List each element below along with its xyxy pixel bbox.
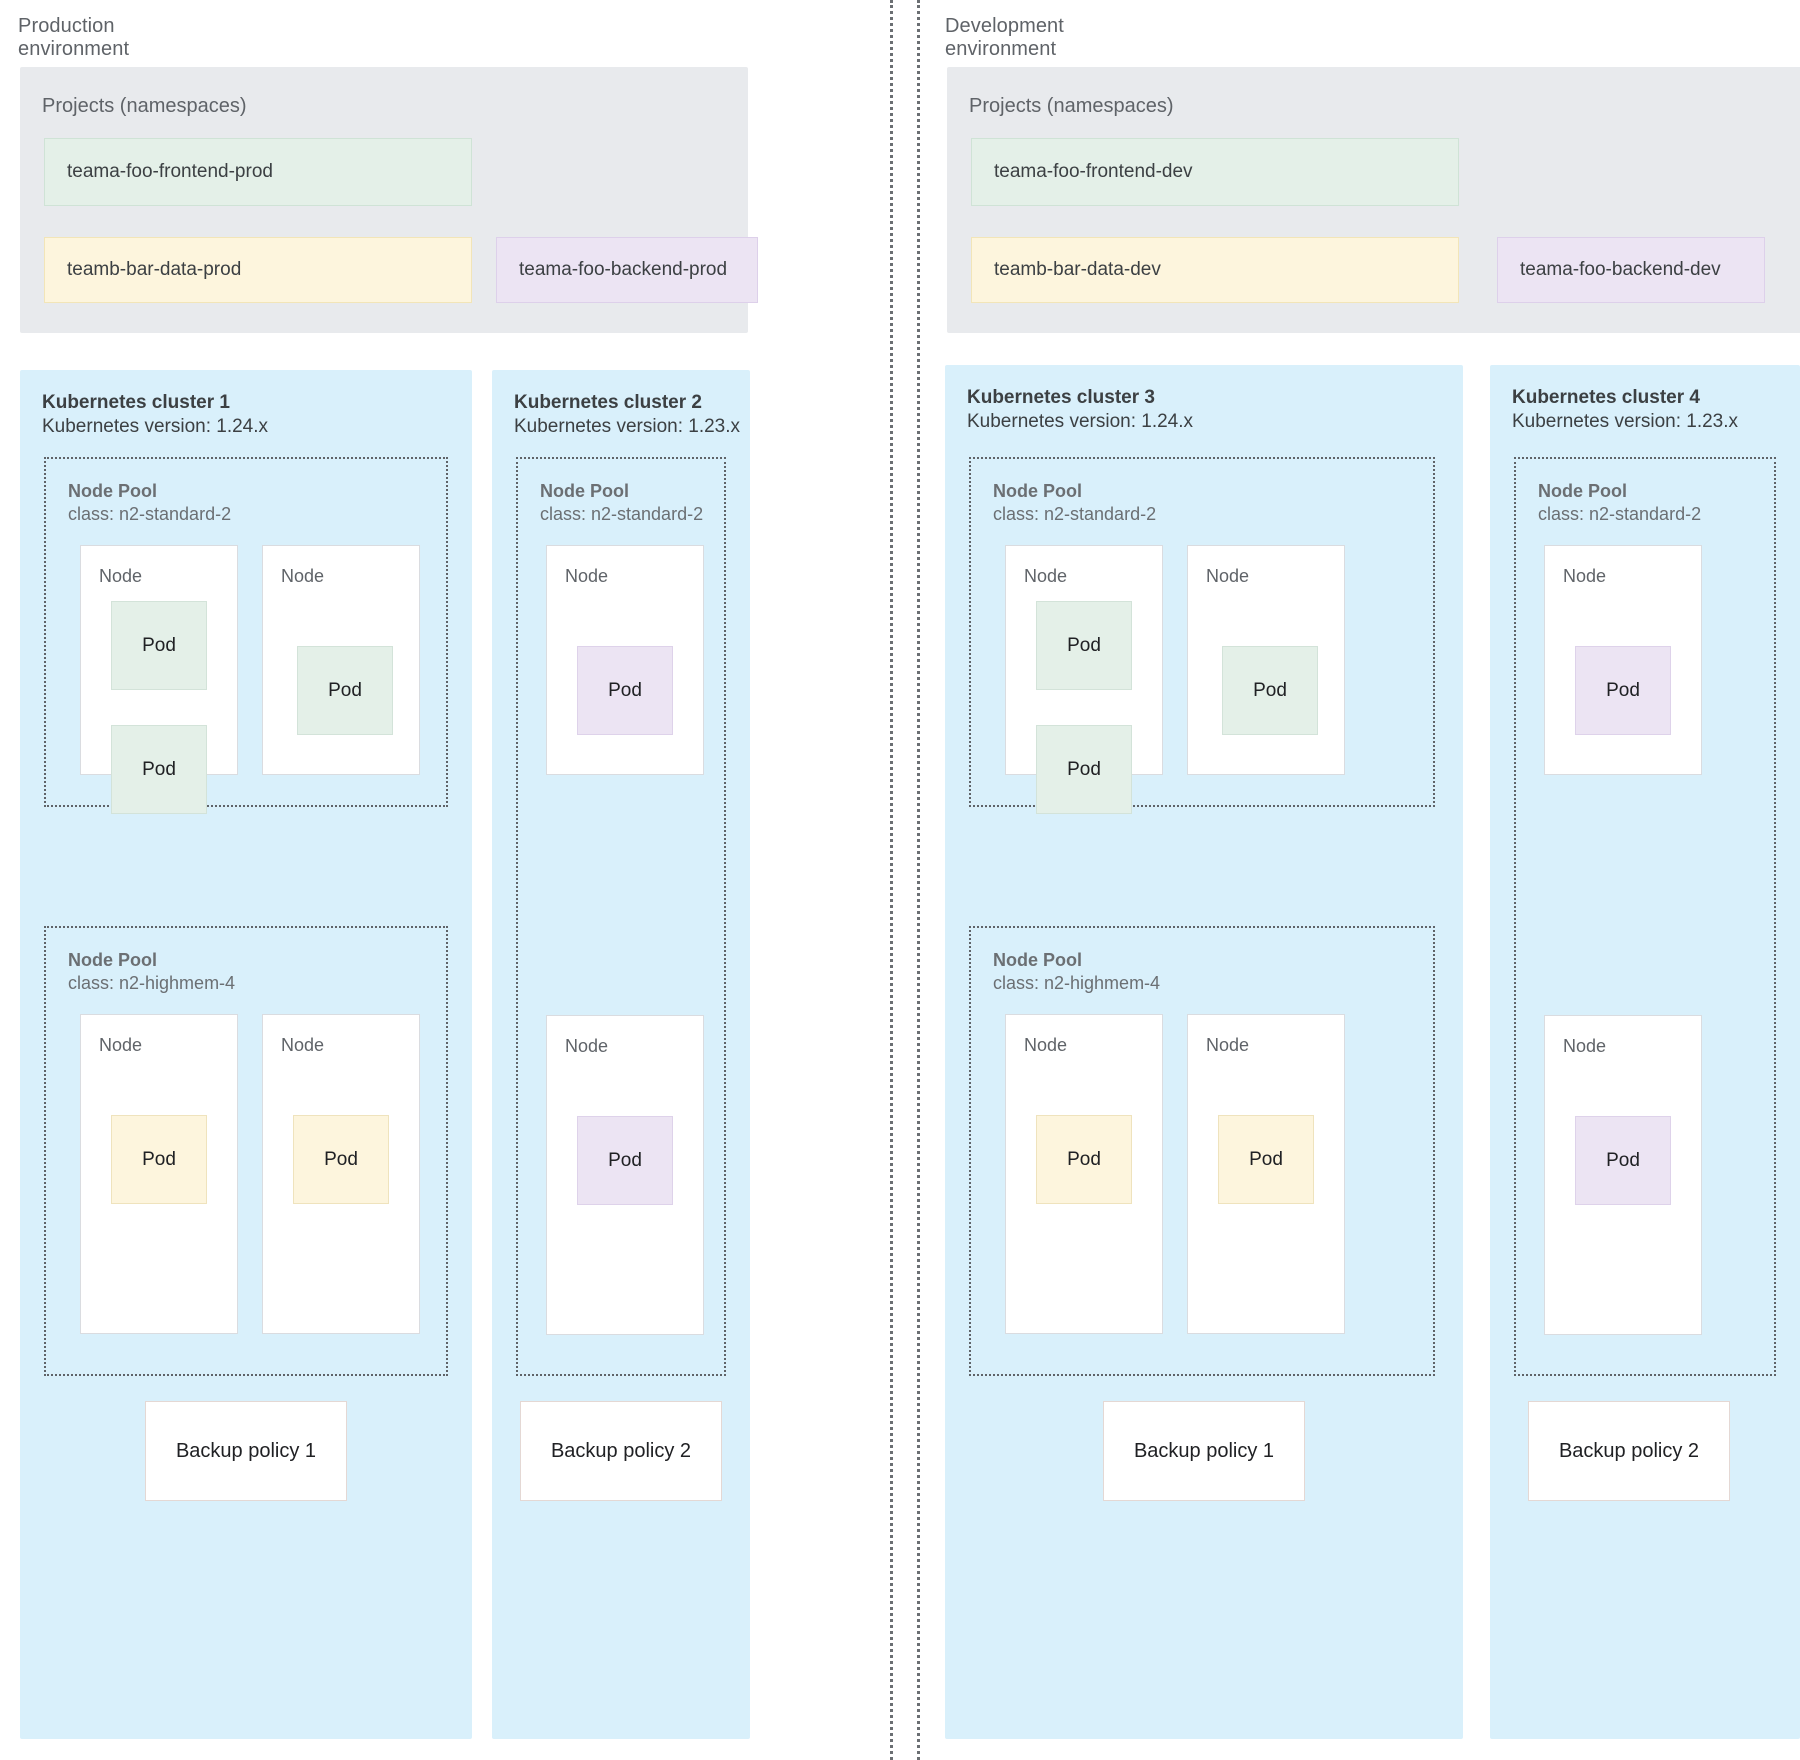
node-pool-1-1: Node Pool class: n2-standard-2 Node Pod … [44, 457, 448, 814]
node-4-1-2[interactable]: Node Pod [1544, 1015, 1702, 1335]
backup-policy-cluster-1[interactable]: Backup policy 1 [145, 1401, 347, 1501]
node-pool-name-1-1: Node Pool [68, 481, 157, 501]
namespace-teamb-bar-data-dev[interactable]: teamb-bar-data-dev [971, 237, 1459, 303]
pod-1-2-2-1[interactable]: Pod [293, 1115, 389, 1204]
node-label: Node [1563, 1036, 1607, 1056]
node-pool-4-1: Node Pool class: n2-standard-2 Node Pod … [1514, 457, 1776, 1376]
node-label: Node [565, 566, 609, 586]
environment-divider-left [890, 0, 893, 1760]
cluster-title-3: Kubernetes cluster 3 [967, 387, 1155, 408]
namespace-teama-foo-backend-dev[interactable]: teama-foo-backend-dev [1497, 237, 1765, 303]
cluster-title-2: Kubernetes cluster 2 [514, 392, 702, 413]
node-label: Node [1024, 1035, 1068, 1055]
projects-label-production: Projects (namespaces) [42, 95, 247, 117]
environment-title-production: Production environment [18, 15, 130, 60]
environment-divider-right [917, 0, 920, 1760]
backup-policy-cluster-3[interactable]: Backup policy 1 [1103, 1401, 1305, 1501]
cluster-title-1: Kubernetes cluster 1 [42, 392, 230, 413]
node-pool-2-1: Node Pool class: n2-standard-2 Node Pod … [516, 457, 726, 1376]
cluster-version-2: Kubernetes version: 1.23.x [514, 416, 741, 437]
node-pool-class-1-1: class: n2-standard-2 [68, 504, 232, 524]
pod-1-2-1-1[interactable]: Pod [111, 1115, 207, 1204]
cluster-panel-4: Kubernetes cluster 4 Kubernetes version:… [1490, 365, 1800, 1739]
cluster-panel-1: Kubernetes cluster 1 Kubernetes version:… [20, 370, 472, 1739]
namespace-teama-foo-frontend-prod[interactable]: teama-foo-frontend-prod [44, 138, 472, 206]
pod-3-1-2-1[interactable]: Pod [1222, 646, 1318, 735]
projects-label-development: Projects (namespaces) [969, 95, 1174, 117]
node-label: Node [281, 1035, 325, 1055]
node-label: Node [1206, 1035, 1250, 1055]
pod-2-1-2-1[interactable]: Pod [577, 1116, 673, 1205]
node-pool-3-2: Node Pool class: n2-highmem-4 Node Pod N… [969, 926, 1435, 1376]
projects-panel-development: Projects (namespaces) teama-foo-frontend… [947, 67, 1800, 333]
node-1-2-2[interactable]: Node Pod [262, 1014, 420, 1334]
pod-3-1-1-1[interactable]: Pod [1036, 601, 1132, 690]
pod-1-1-1-1[interactable]: Pod [111, 601, 207, 690]
cluster-version-1: Kubernetes version: 1.24.x [42, 416, 269, 437]
node-pool-1-2: Node Pool class: n2-highmem-4 Node Pod N… [44, 926, 448, 1376]
node-pool-name-3-1: Node Pool [993, 481, 1082, 501]
node-pool-3-1: Node Pool class: n2-standard-2 Node Pod … [969, 457, 1435, 814]
node-3-1-1[interactable]: Node Pod Pod [1005, 545, 1163, 814]
cluster-version-3: Kubernetes version: 1.24.x [967, 411, 1194, 432]
node-label: Node [1024, 566, 1068, 586]
pod-4-1-2-1[interactable]: Pod [1575, 1116, 1671, 1205]
node-label: Node [1206, 566, 1250, 586]
cluster-panel-2: Kubernetes cluster 2 Kubernetes version:… [492, 370, 750, 1739]
pod-1-1-2-1[interactable]: Pod [297, 646, 393, 735]
pod-2-1-1-1[interactable]: Pod [577, 646, 673, 735]
node-pool-class-4-1: class: n2-standard-2 [1538, 504, 1702, 524]
node-1-1-2[interactable]: Node Pod [262, 545, 420, 775]
node-1-2-1[interactable]: Node Pod [80, 1014, 238, 1334]
node-pool-name-4-1: Node Pool [1538, 481, 1627, 501]
backup-policy-cluster-2[interactable]: Backup policy 2 [520, 1401, 722, 1501]
cluster-version-4: Kubernetes version: 1.23.x [1512, 411, 1739, 432]
node-pool-class-3-1: class: n2-standard-2 [993, 504, 1157, 524]
node-label: Node [281, 566, 325, 586]
node-3-2-1[interactable]: Node Pod [1005, 1014, 1163, 1334]
pod-3-2-2-1[interactable]: Pod [1218, 1115, 1314, 1204]
node-pool-class-3-2: class: n2-highmem-4 [993, 973, 1161, 993]
cluster-title-4: Kubernetes cluster 4 [1512, 387, 1700, 408]
node-label: Node [99, 1035, 143, 1055]
pod-3-2-1-1[interactable]: Pod [1036, 1115, 1132, 1204]
projects-panel-production: Projects (namespaces) teama-foo-frontend… [20, 67, 758, 333]
node-pool-name-3-2: Node Pool [993, 950, 1082, 970]
cluster-panel-3: Kubernetes cluster 3 Kubernetes version:… [945, 365, 1463, 1739]
node-1-1-1[interactable]: Node Pod Pod [80, 545, 238, 814]
node-label: Node [565, 1036, 609, 1056]
backup-policy-cluster-4[interactable]: Backup policy 2 [1528, 1401, 1730, 1501]
node-3-2-2[interactable]: Node Pod [1187, 1014, 1345, 1334]
node-4-1-1[interactable]: Node Pod [1544, 545, 1702, 775]
node-label: Node [99, 566, 143, 586]
node-2-1-1[interactable]: Node Pod [546, 545, 704, 775]
pod-4-1-1-1[interactable]: Pod [1575, 646, 1671, 735]
environment-title-development: Development environment [945, 15, 1064, 60]
node-pool-class-2-1: class: n2-standard-2 [540, 504, 704, 524]
node-pool-class-1-2: class: n2-highmem-4 [68, 973, 236, 993]
pod-3-1-1-2[interactable]: Pod [1036, 725, 1132, 814]
namespace-teama-foo-frontend-dev[interactable]: teama-foo-frontend-dev [971, 138, 1459, 206]
node-2-1-2[interactable]: Node Pod [546, 1015, 704, 1335]
pod-1-1-1-2[interactable]: Pod [111, 725, 207, 814]
node-3-1-2[interactable]: Node Pod [1187, 545, 1345, 775]
node-label: Node [1563, 566, 1607, 586]
namespace-teama-foo-backend-prod[interactable]: teama-foo-backend-prod [496, 237, 758, 303]
node-pool-name-2-1: Node Pool [540, 481, 629, 501]
namespace-teamb-bar-data-prod[interactable]: teamb-bar-data-prod [44, 237, 472, 303]
node-pool-name-1-2: Node Pool [68, 950, 157, 970]
